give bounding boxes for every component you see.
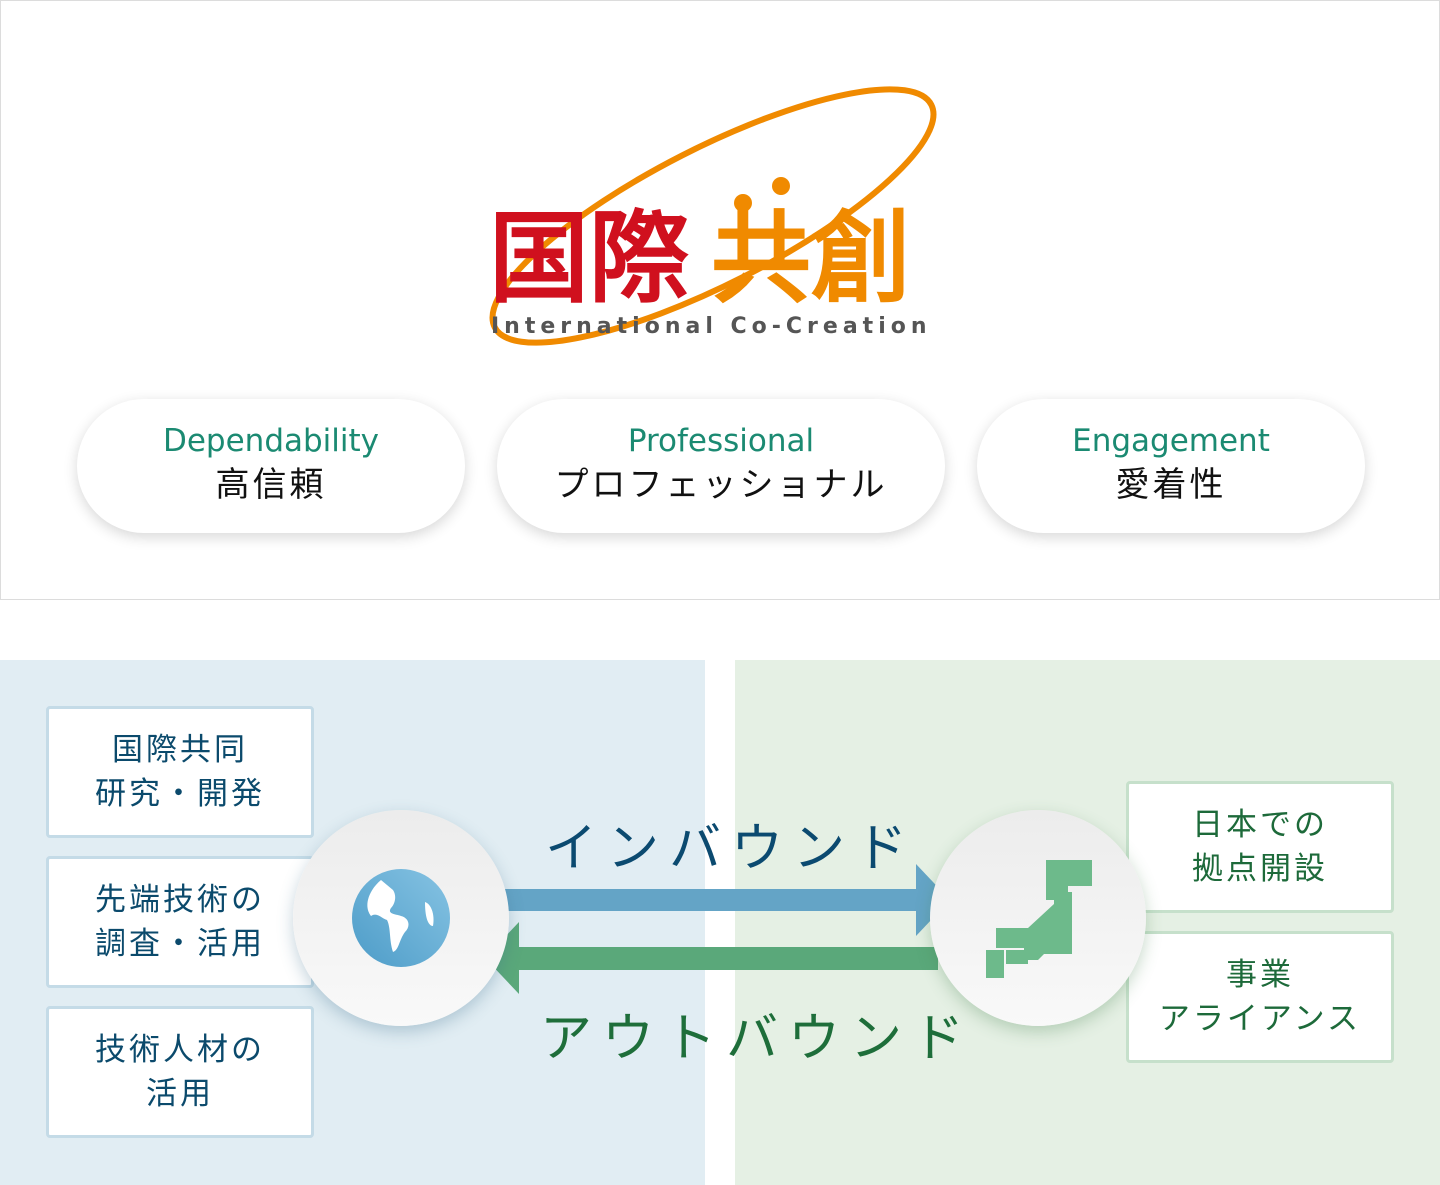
left-item: 先端技術の調査・活用 [46,856,314,988]
item-line: アライアンス [1158,1001,1362,1037]
item-line: 研究・開発 [95,776,265,812]
value-engagement: Engagement 愛着性 [977,399,1365,533]
item-line: 国際共同 [112,732,248,768]
right-item: 日本での拠点開設 [1126,781,1394,913]
value-dependability: Dependability 高信頼 [77,399,465,533]
international-co-creation-logo: 国際 共創 International Co-Creation [489,86,937,346]
value-en: Dependability [162,423,380,459]
svg-text:共創: 共創 [711,200,911,317]
overseas-circle [293,810,509,1026]
item-line: 日本での [1192,807,1328,843]
svg-text:International Co-Creation: International Co-Creation [491,314,932,339]
outbound-label: アウトバウンド [540,1009,975,1069]
svg-text:国際: 国際 [489,200,689,317]
brand-values-section: 国際 共創 International Co-Creation Dependab… [0,0,1440,600]
item-line: 活用 [146,1076,214,1112]
inbound-label: インバウンド [545,819,918,879]
value-en: Professional [627,423,815,459]
item-line: 事業 [1226,957,1294,993]
value-jp: 高信頼 [215,465,327,505]
globe-icon [352,869,450,967]
value-jp: プロフェッショナル [554,465,888,505]
value-professional: Professional プロフェッショナル [497,399,945,533]
item-line: 技術人材の [95,1032,265,1068]
item-line: 調査・活用 [95,926,265,962]
item-line: 先端技術の [95,882,265,918]
japan-map-icon [986,860,1092,978]
item-line: 拠点開設 [1192,851,1328,887]
right-item: 事業アライアンス [1126,931,1394,1063]
value-jp: 愛着性 [1115,465,1227,505]
left-item: 国際共同研究・開発 [46,706,314,838]
outbound-arrow [485,922,938,994]
japan-circle [930,810,1146,1026]
left-item: 技術人材の活用 [46,1006,314,1138]
value-en: Engagement [1072,423,1270,459]
